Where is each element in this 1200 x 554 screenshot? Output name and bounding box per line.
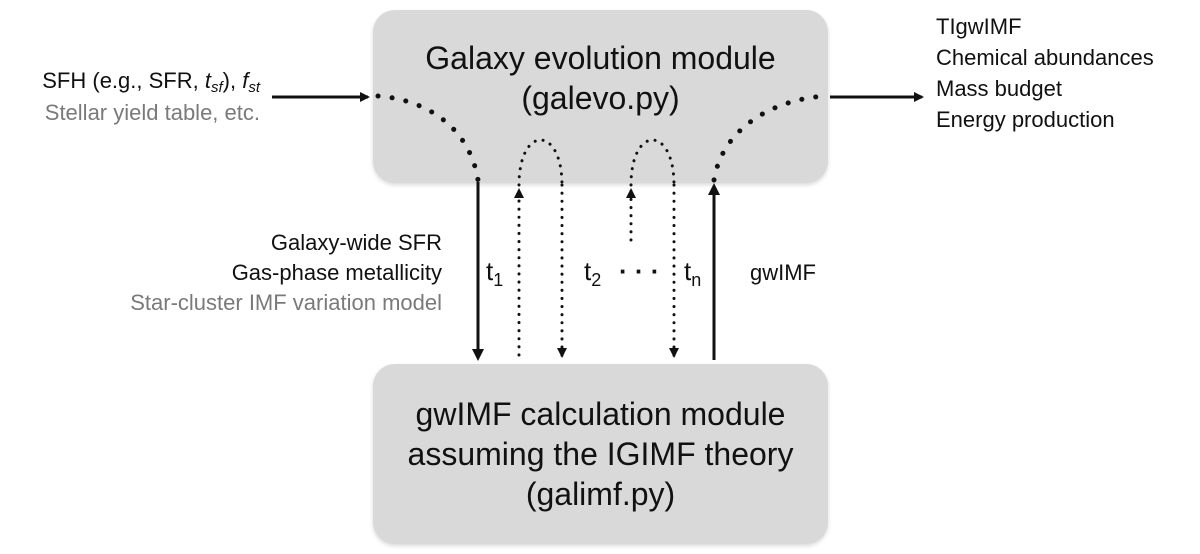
output-energy-production: Energy production xyxy=(936,107,1115,132)
label-gas-phase-metallicity: Gas-phase metallicity xyxy=(231,260,442,285)
t1-sub: 1 xyxy=(493,270,504,290)
galimf-title: gwIMF calculation module xyxy=(415,396,786,432)
output-mass-budget: Mass budget xyxy=(936,76,1062,101)
tn-sub: n xyxy=(691,270,702,290)
loop-arch-2 xyxy=(629,138,676,187)
output-curve xyxy=(711,93,828,183)
tn-base: t xyxy=(684,256,692,286)
time-label-t2: t2 xyxy=(584,256,601,291)
loop-arch-1 xyxy=(517,138,564,187)
input-yield-line: Stellar yield table, etc. xyxy=(44,100,260,125)
tsf-base: t xyxy=(204,68,211,93)
time-label-tn: tn xyxy=(684,256,701,291)
output-chemical-abundances: Chemical abundances xyxy=(936,45,1154,70)
time-ellipsis: · · · xyxy=(619,256,660,286)
fst-base: f xyxy=(242,68,249,93)
tsf-sub: sf xyxy=(210,79,223,96)
galevo-filename: (galevo.py) xyxy=(521,80,680,116)
t2-sub: 2 xyxy=(591,270,602,290)
sfh-mid: ), xyxy=(222,68,243,93)
galimf-filename: (galimf.py) xyxy=(525,476,676,512)
label-galaxy-wide-sfr: Galaxy-wide SFR xyxy=(270,230,442,255)
t2-base: t xyxy=(584,256,592,286)
gwimf-calculation-module: gwIMF calculation module assuming the IG… xyxy=(373,364,828,544)
galevo-title: Galaxy evolution module xyxy=(425,40,776,76)
output-tigwimf: TIgwIMF xyxy=(936,14,1022,39)
galimf-subtitle: assuming the IGIMF theory xyxy=(407,436,794,472)
sfh-prefix: SFH (e.g., SFR, xyxy=(42,68,205,93)
input-curve xyxy=(375,93,481,183)
fst-sub: st xyxy=(248,79,260,96)
time-label-t1: t1 xyxy=(486,256,503,291)
label-star-cluster-imf-model: Star-cluster IMF variation model xyxy=(130,290,442,315)
galaxy-evolution-module: Galaxy evolution module (galevo.py) xyxy=(373,10,828,183)
label-gwimf: gwIMF xyxy=(750,260,816,285)
t1-base: t xyxy=(486,256,494,286)
input-sfh-line: SFH (e.g., SFR, tsf), fst xyxy=(42,66,260,103)
